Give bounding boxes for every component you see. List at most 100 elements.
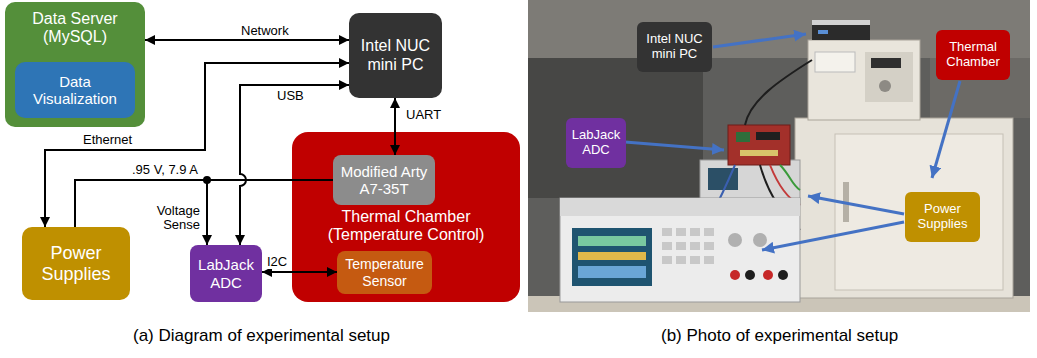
text-holder: Power Supplies [22,227,130,300]
node-text: Data Server (MySQL) [9,10,141,47]
photo-background-part [528,0,1030,312]
thermal-chamber-photo-part [795,118,1013,298]
power-supply-photo-part [662,242,672,250]
power-supply-photo-part [662,256,672,264]
node-text: Data Visualization [19,73,131,108]
power-supply-photo-part [578,266,646,278]
node-text: Temperature Sensor [341,256,428,288]
power-supply-photo-part [690,256,700,264]
power-supply-photo-part [572,228,652,286]
power-supply-photo-part [728,233,742,247]
subfigure-caption: (a) Diagram of experimental setup [133,326,390,346]
node-text: Power Supplies [26,243,126,284]
text-holder: Data Visualization [15,62,135,118]
edge-label-holder: Network [239,24,291,38]
power-supply-photo-part [690,228,700,236]
text-holder: Data Server (MySQL) [9,10,141,47]
node-text: Thermal Chamber [940,40,1006,70]
power-supply-photo-part [578,252,646,260]
text-holder: Power Supplies [905,192,980,242]
server-box: Data Server (MySQL) Data Visualization [5,2,145,127]
edge-label: Ethernet [81,133,134,147]
mini-pc-photo-part [818,30,828,34]
power-supply-photo-part [753,233,767,247]
thermal-chamber-photo-part [815,52,855,72]
power-supply-photo-part [763,270,773,280]
edge-label: UART [404,108,443,122]
photo-leader-arrows-part [713,34,806,47]
photo-leader-arrows-part [808,196,904,214]
photo-callout: Thermal Chamber [936,30,1010,80]
power-supply-photo-part [778,270,788,280]
text-holder: Thermal Chamber (Temperature Control) [306,208,506,245]
caption-holder: (a) Diagram of experimental setup [133,326,390,346]
node-text: Thermal Chamber (Temperature Control) [306,208,506,245]
node-text: Intel NUC mini PC [641,32,708,62]
second-power-supply-photo-part [708,168,738,190]
power-supply-photo-part [676,228,686,236]
power-supply-photo-part [690,242,700,250]
power-supply-photo-part [560,198,800,216]
node-text: Intel NUC mini PC [353,37,438,74]
power-supply-photo-part [704,228,714,236]
power-supply-box: Power Supplies [22,227,130,300]
edge-label: I2C [265,255,289,269]
power-supply-photo-part [578,236,646,246]
power-supply-photo-part [676,256,686,264]
sensor-box: Temperature Sensor [337,251,432,294]
edge-label-holder: I2C [265,255,289,269]
text-holder: LabJack ADC [566,118,626,168]
thermal-chamber-photo-part [835,134,1003,290]
connector-line [394,98,396,155]
adc-board-photo-part [736,132,750,142]
connector-line [75,180,333,227]
thermal-chamber-photo-part [865,52,913,102]
cable-bundle-photo-part [745,60,812,125]
computer-box: Intel NUC mini PC [349,13,442,98]
node-text: LabJack ADC [194,256,258,291]
photo-callout: Power Supplies [905,192,980,242]
power-supply-photo-part [704,242,714,250]
power-supply-photo-part [662,228,672,236]
photo-leader-arrows-part [762,222,904,250]
edge-label-holder: Ethernet [81,133,134,147]
node-text: Modified Arty A7-35T [337,163,431,198]
mini-pc-photo-part [812,25,870,40]
edge-label: Network [239,24,291,38]
photo-leader-arrows-part [932,81,960,178]
subfigure-caption: (b) Photo of experimental setup [661,326,898,346]
adc-board-photo [728,125,790,165]
connector-line [75,180,207,245]
mini-pc-photo [812,20,870,40]
photo-background [528,0,1030,312]
node-text: LabJack ADC [570,128,622,158]
cable-bundle-photo-part [780,165,800,190]
connector-line [262,271,337,273]
adc-board-photo-part [756,132,780,140]
edge-label: Voltage Sense [132,204,202,233]
text-holder: Thermal Chamber [936,30,1010,80]
edge-label-holder: UART [404,108,443,122]
photo-leader-arrows-part [625,142,724,150]
adc-board-photo-part [740,150,778,156]
connector-line [240,85,349,245]
text-holder: Intel NUC mini PC [637,22,712,72]
text-holder: LabJack ADC [190,245,262,302]
photo-callout: LabJack ADC [566,118,626,168]
photo-background-part [528,58,703,198]
power-supply-photo-part [730,270,740,280]
edge-label: .95 V, 7.9 A [130,163,200,177]
software-box: Data Visualization [15,62,135,118]
thermal-chamber-photo-part [871,58,901,68]
chamber-box: Thermal Chamber (Temperature Control) Mod… [292,132,520,302]
power-supply-photo-part [676,242,686,250]
text-holder: Modified Arty A7-35T [333,155,435,205]
power-supply-photo-part [704,256,714,264]
adc-box: LabJack ADC [190,245,262,302]
thermal-chamber-photo-part [879,80,891,92]
text-holder: Temperature Sensor [337,251,432,294]
edge-label: USB [275,89,306,103]
text-holder: Intel NUC mini PC [349,13,442,98]
thermal-chamber-photo-part [808,40,920,120]
